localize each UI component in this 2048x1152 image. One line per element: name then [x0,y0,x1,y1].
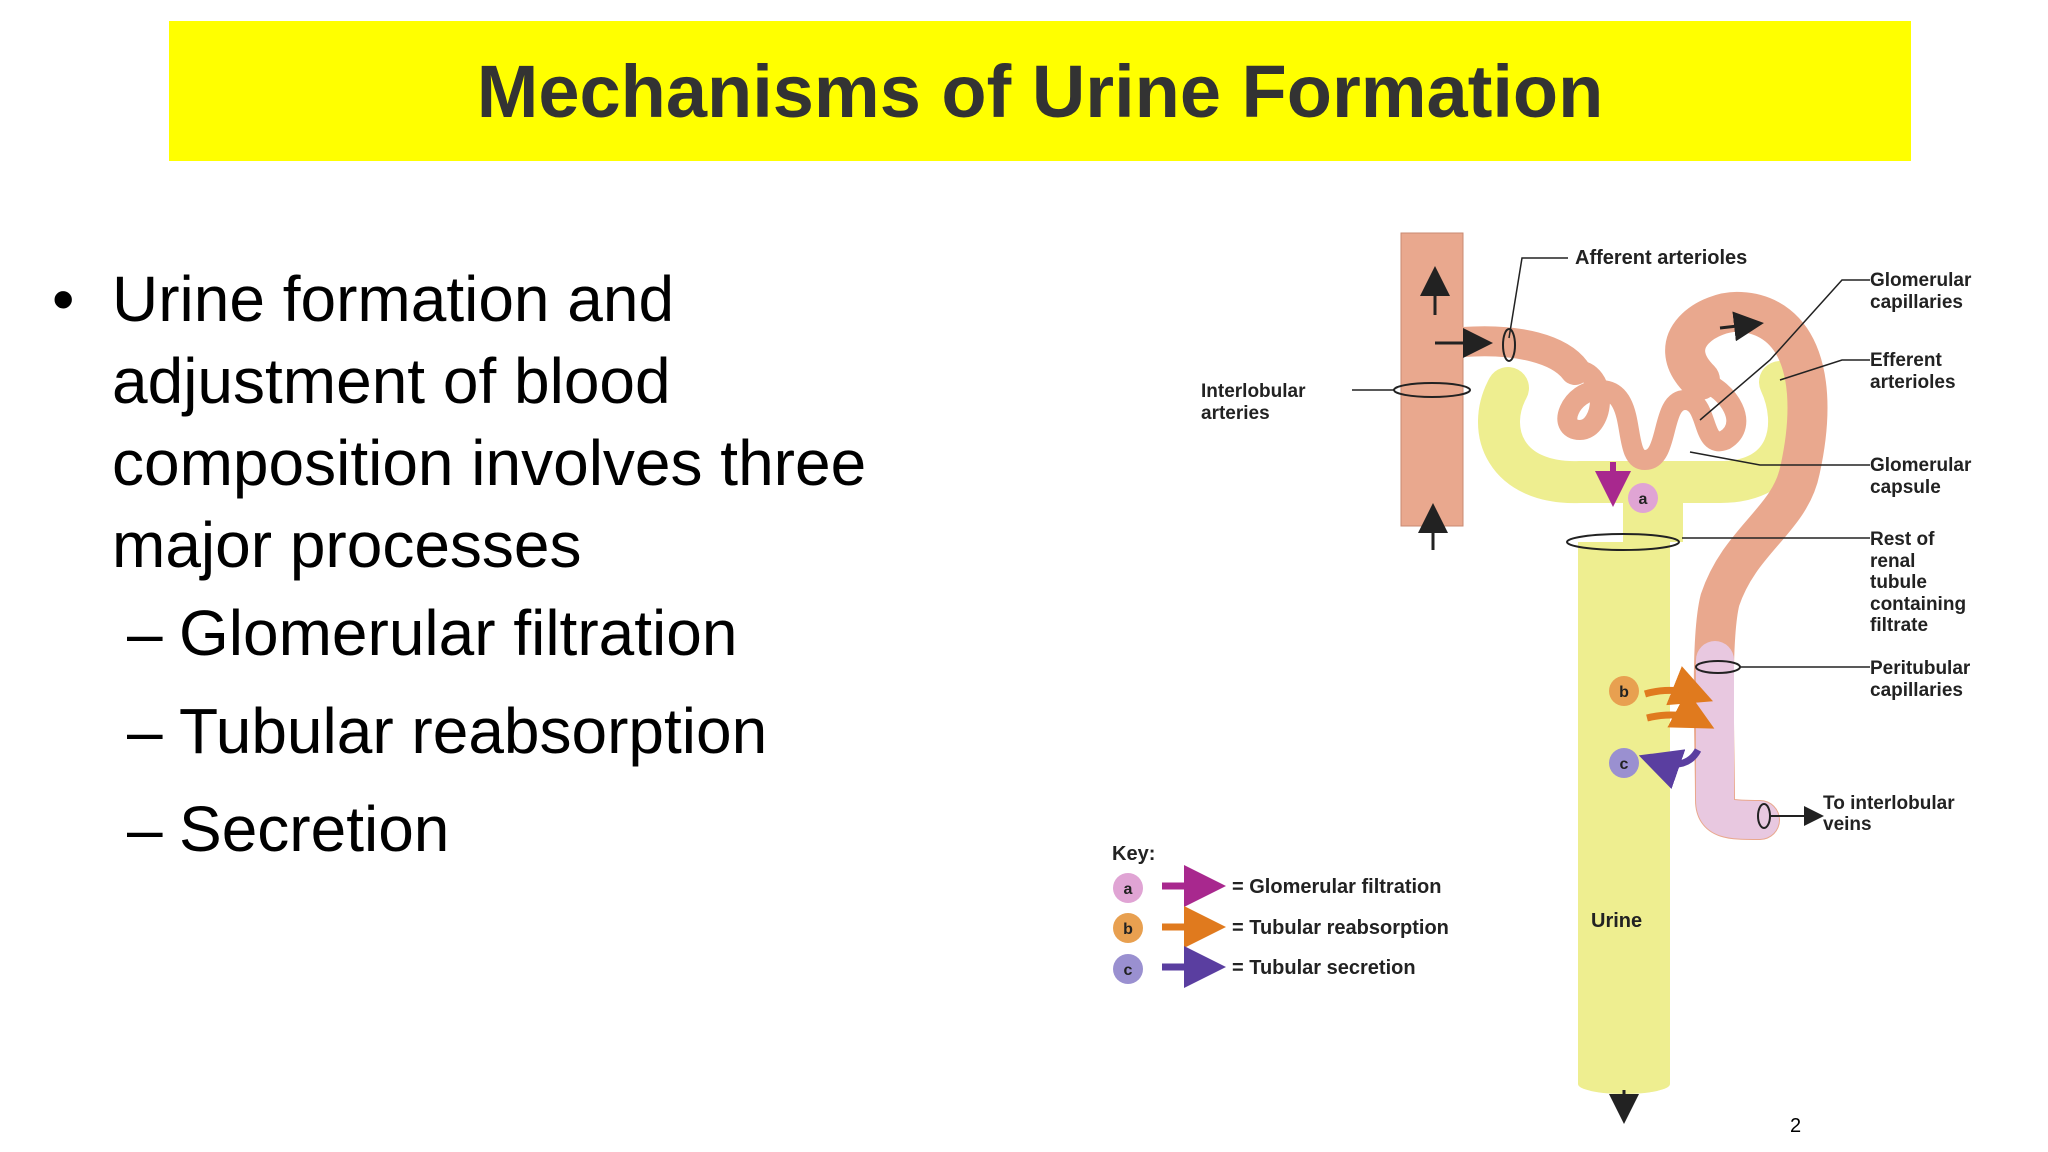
label-interlobular-2: arteries [1201,403,1270,424]
afferent-ring [1502,328,1516,362]
glomerular-capillaries [1557,360,1747,471]
key-badge-b-letter: b [1123,921,1133,938]
leader-afferent [1508,257,1568,339]
label-urine: Urine [1591,910,1642,932]
secretion-arrow [1638,748,1702,790]
badge-b-letter: b [1619,684,1629,701]
key-badge-b [1113,913,1143,943]
label-rest-2: renal [1870,551,1915,572]
badge-b [1609,676,1639,706]
label-peritubular-2: capillaries [1870,680,1963,701]
key-badge-a [1113,873,1143,903]
sub-bullet-text: Tubular reabsorption [179,695,768,767]
main-bullet-line-1: Urine formation and [112,263,675,335]
peritubular-capillary [1696,641,1779,839]
tubule-ring [1566,533,1680,551]
slide-number: 2 [1790,1115,1802,1137]
sub-bullet-text: Glomerular filtration [179,597,738,669]
sub-bullet-secretion: – Secretion [52,792,952,866]
main-bullet: • Urine formation and adjustment of bloo… [52,258,952,586]
bullet-list: • Urine formation and adjustment of bloo… [52,258,952,890]
main-bullet-line-2: adjustment of blood [112,345,671,417]
afferent-arteriole [1448,326,1590,385]
key-text-a: = Glomerular filtration [1232,876,1441,898]
dash-marker: – [127,695,163,767]
label-rest-1: Rest of [1870,529,1935,550]
label-capsule-2: capsule [1870,477,1941,498]
dash-marker: – [127,793,163,865]
sub-bullet-glomerular-filtration: – Glomerular filtration [52,596,952,670]
badge-a-letter: a [1639,491,1648,508]
badge-c [1609,748,1639,778]
leader-capsule [1689,451,1870,466]
dash-marker: – [127,597,163,669]
key-text-c: = Tubular secretion [1232,957,1416,979]
label-rest-3: tubule [1870,572,1927,593]
renal-tubule [1578,542,1670,1084]
label-glom-cap-2: capillaries [1870,292,1963,313]
label-rest-4: containing [1870,594,1966,615]
leader-glom-capillaries [1699,279,1870,421]
label-capsule-1: Glomerular [1870,455,1972,476]
slide-title: Mechanisms of Urine Formation [476,49,1604,133]
sub-bullet-list: – Glomerular filtration – Tubular reabso… [52,596,952,866]
label-efferent-1: Efferent [1870,350,1942,371]
reabsorption-arrow-1 [1643,666,1714,706]
key-badge-c [1113,954,1143,984]
badge-a [1628,483,1658,513]
label-glom-cap-1: Glomerular [1870,270,1972,291]
main-bullet-line-4: major processes [112,509,582,581]
key-badge-c-letter: c [1124,962,1133,979]
label-efferent-2: arterioles [1870,372,1956,393]
badge-c-letter: c [1620,756,1629,773]
efferent-flow-arrow [1719,311,1764,342]
sub-bullet-text: Secretion [179,793,450,865]
label-veins-2: veins [1823,814,1872,835]
key-title: Key: [1112,843,1155,865]
leader-efferent [1779,359,1870,381]
label-afferent: Afferent arterioles [1575,247,1747,269]
key-text-b: = Tubular reabsorption [1232,917,1449,939]
label-veins-1: To interlobular [1823,793,1955,814]
nephron-diagram: a b c Afferent arterioles Glomerular cap… [1112,232,1972,1124]
key-badge-a-letter: a [1124,881,1133,898]
interlobular-artery [1400,232,1464,527]
tubule-end [1578,1074,1670,1094]
label-peritubular-1: Peritubular [1870,658,1971,679]
reabsorption-arrow-2 [1646,690,1715,729]
main-bullet-line-3: composition involves three [112,427,867,499]
label-interlobular-1: Interlobular [1201,381,1306,402]
bullet-dot: • [52,263,75,335]
title-bar: Mechanisms of Urine Formation [169,21,1911,161]
label-rest-5: filtrate [1870,615,1928,636]
sub-bullet-tubular-reabsorption: – Tubular reabsorption [52,694,952,768]
